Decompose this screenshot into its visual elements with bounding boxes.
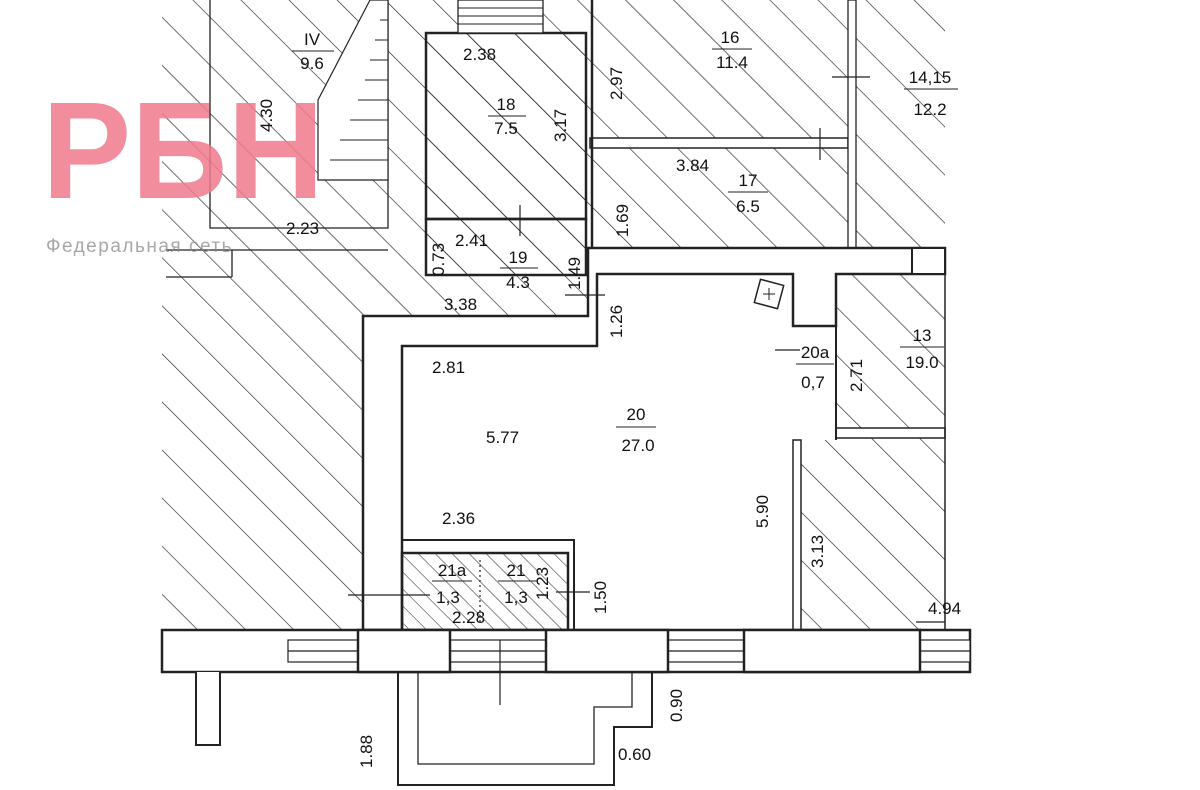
dim-0-60: 0.60 — [618, 745, 651, 764]
svg-text:27.0: 27.0 — [621, 436, 654, 455]
dim-4-30: 4.30 — [257, 99, 276, 132]
svg-text:21а: 21а — [438, 561, 467, 580]
dim-2-38: 2.38 — [463, 45, 496, 64]
room-label-14-15: 14,15 12.2 — [904, 68, 958, 119]
dim-3-84: 3.84 — [676, 156, 709, 175]
svg-text:20а: 20а — [801, 343, 830, 362]
dim-1-88: 1.88 — [357, 735, 376, 768]
dim-2-71: 2.71 — [847, 359, 866, 392]
svg-text:19: 19 — [509, 248, 528, 267]
svg-text:IV: IV — [304, 30, 321, 49]
svg-text:18: 18 — [497, 95, 516, 114]
room-label-19: 194.3 — [500, 248, 538, 292]
svg-text:9.6: 9.6 — [300, 54, 324, 73]
room-label-17: 176.5 — [728, 171, 768, 216]
dim-4-94: 4.94 — [928, 599, 961, 618]
wall-16-17 — [589, 137, 849, 149]
svg-text:0,7: 0,7 — [801, 373, 825, 392]
dim-2-97: 2.97 — [607, 67, 626, 100]
room-19 — [424, 217, 588, 277]
dim-1-26: 1.26 — [607, 305, 626, 338]
wall-right-col — [847, 0, 857, 249]
dim-3-38: 3.38 — [444, 295, 477, 314]
windows — [287, 639, 971, 663]
svg-text:12.2: 12.2 — [913, 100, 946, 119]
room-label-20a: 20а 0,7 — [796, 343, 834, 392]
dim-1-23: 1.23 — [533, 567, 552, 600]
room-label-iv: IV 9.6 — [292, 30, 334, 73]
room-21-floor — [402, 553, 568, 630]
dim-2-41: 2.41 — [455, 231, 488, 250]
room-label-20: 20 27.0 — [616, 405, 656, 455]
watermark-tagline: Федеральная сеть — [46, 236, 233, 257]
dim-1-49: 1.49 — [565, 257, 584, 290]
svg-text:14,15: 14,15 — [909, 68, 952, 87]
dim-2-36: 2.36 — [442, 509, 475, 528]
svg-text:17: 17 — [739, 171, 758, 190]
watermark-brand: РБН — [42, 74, 324, 228]
room-label-16: 16 11.4 — [712, 28, 752, 72]
room-18 — [424, 31, 588, 221]
exterior-steps — [397, 672, 653, 786]
svg-text:7.5: 7.5 — [494, 119, 518, 138]
exterior-post — [195, 672, 221, 746]
dim-2-28: 2.28 — [452, 608, 485, 627]
room-label-18: 187.5 — [488, 95, 526, 138]
dim-1-69: 1.69 — [613, 204, 632, 237]
svg-text:11.4: 11.4 — [716, 53, 748, 72]
wall-13-bottom — [835, 427, 946, 439]
dim-0-90: 0.90 — [667, 689, 686, 722]
svg-text:6.5: 6.5 — [736, 197, 760, 216]
svg-text:4.3: 4.3 — [506, 273, 530, 292]
dim-1-50: 1.50 — [591, 581, 610, 614]
room-20a-floor — [793, 326, 836, 440]
svg-text:1,3: 1,3 — [436, 588, 460, 607]
svg-text:1,3: 1,3 — [504, 588, 528, 607]
dim-0-73: 0.73 — [429, 243, 448, 276]
room-label-21: 211,3 — [498, 561, 538, 607]
wall-room-20 — [361, 246, 947, 632]
svg-text:21: 21 — [507, 561, 526, 580]
svg-text:16: 16 — [721, 28, 740, 47]
wall-20a-13 — [792, 439, 802, 631]
dimension-labels: 4.30 2.23 2.38 3.17 2.97 3.84 1.69 0.73 … — [257, 45, 961, 768]
dim-5-90: 5.90 — [753, 495, 772, 528]
dim-2-81: 2.81 — [432, 358, 465, 377]
svg-text:20: 20 — [627, 405, 646, 424]
dim-2-23: 2.23 — [286, 219, 319, 238]
svg-text:19.0: 19.0 — [905, 353, 938, 372]
svg-text:13: 13 — [913, 326, 932, 345]
dim-5-77: 5.77 — [486, 428, 519, 447]
dim-3-17: 3.17 — [551, 109, 570, 142]
stair-iv-steps — [317, 0, 389, 181]
room-label-13: 13 19.0 — [900, 326, 944, 372]
dim-3-13: 3.13 — [808, 535, 827, 568]
